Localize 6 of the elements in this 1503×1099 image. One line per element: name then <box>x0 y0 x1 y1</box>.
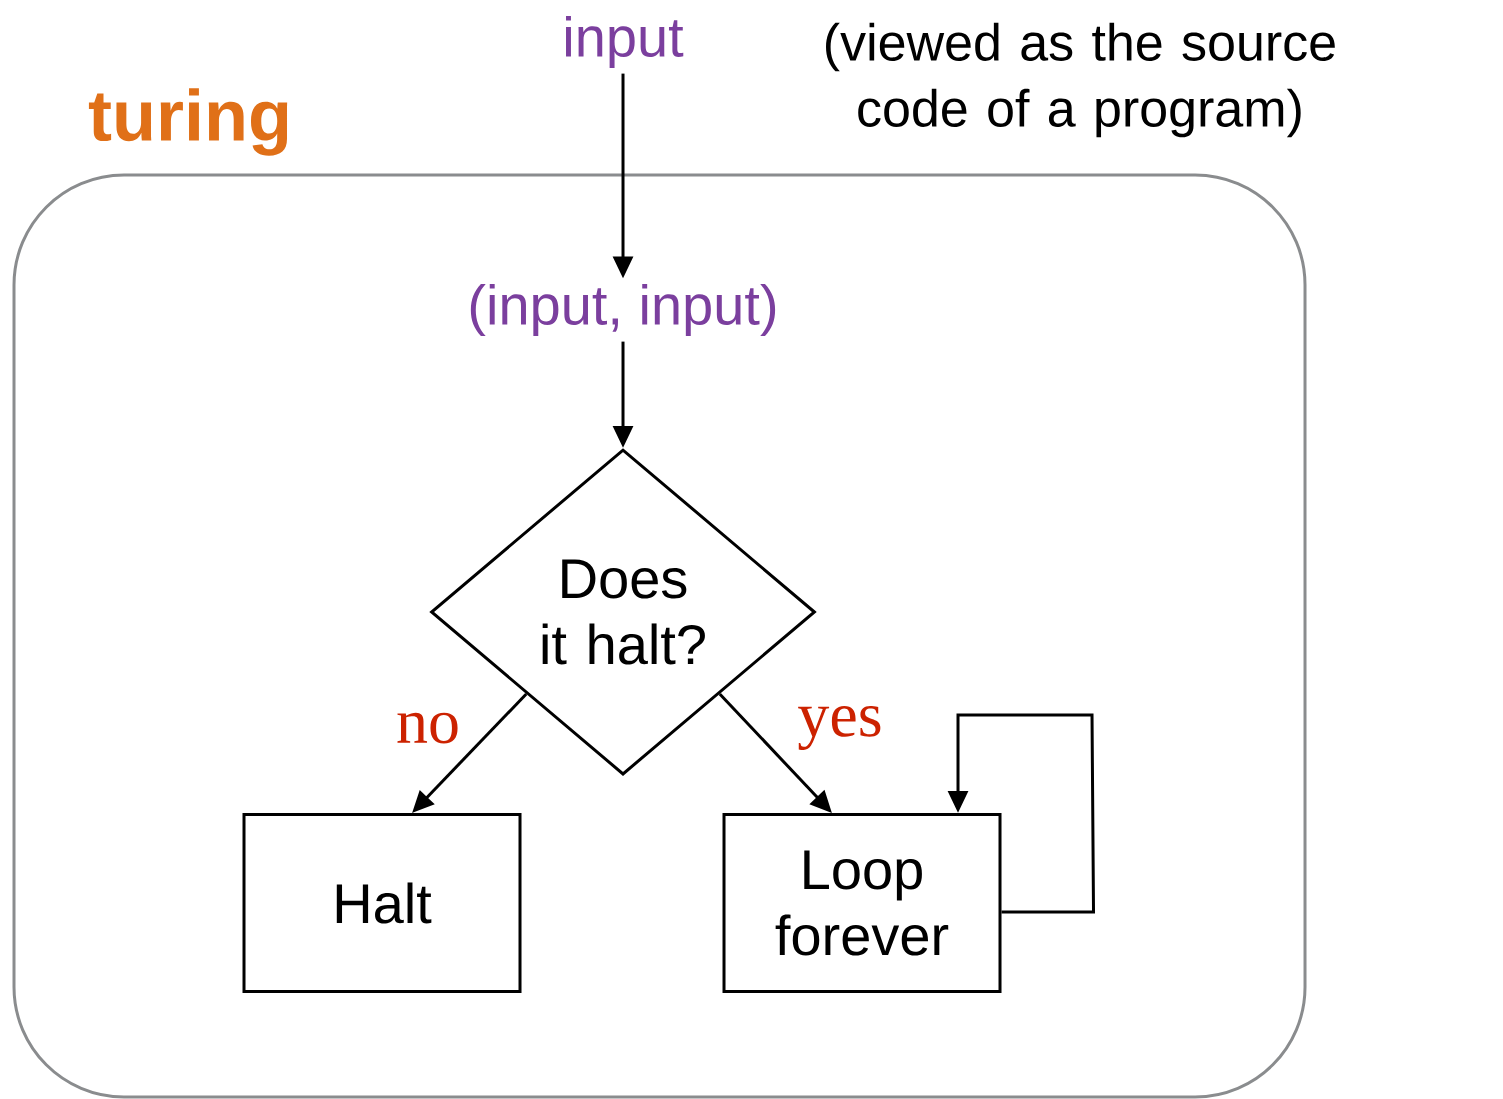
input-label: input <box>566 15 684 69</box>
input-label: (input, input) <box>470 283 776 337</box>
process-box: Halt <box>242 813 522 993</box>
container-heading: turing <box>88 88 288 156</box>
note-text: (viewed as the source code of a program) <box>826 22 1335 138</box>
process-box: Loop forever <box>722 813 1002 993</box>
